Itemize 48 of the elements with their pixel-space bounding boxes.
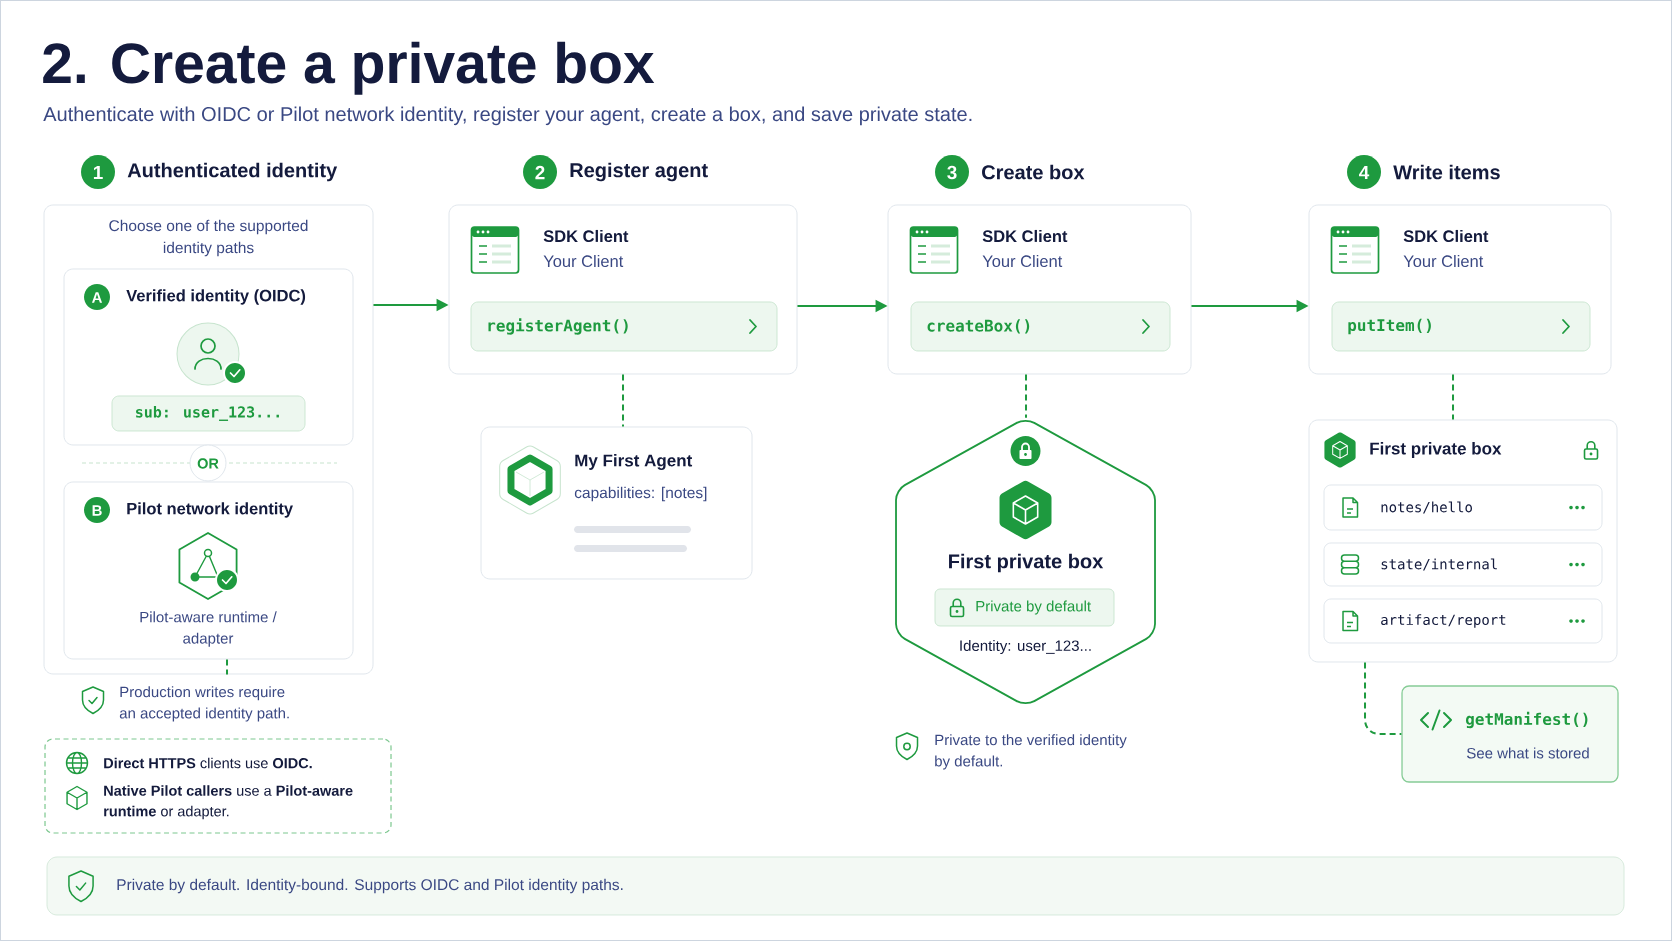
connector-line bbox=[622, 373, 624, 428]
step-badge: 2 bbox=[523, 155, 557, 189]
card-subtitle: capabilities: [notes] bbox=[574, 486, 707, 502]
card-title: SDK Client bbox=[982, 229, 1068, 243]
card-caption: See what is stored bbox=[1467, 747, 1589, 759]
note-text: Native Pilot callers use a Pilot-aware runtime or adapter. bbox=[104, 785, 353, 820]
code-chip: sub: user_123... bbox=[111, 395, 306, 432]
step-badge: 4 bbox=[1347, 155, 1381, 189]
item-key: state/internal bbox=[1381, 558, 1497, 571]
item-key: artifact/report bbox=[1381, 614, 1506, 628]
card-title: SDK Client bbox=[1403, 229, 1489, 243]
method-button: registerAgent() bbox=[470, 301, 778, 352]
connector-line bbox=[1025, 373, 1027, 419]
step-heading: Write items bbox=[1393, 164, 1500, 180]
or-badge: OR bbox=[189, 444, 227, 482]
card-title: SDK Client bbox=[543, 229, 629, 243]
identity-text: Identity: user_123... bbox=[960, 640, 1091, 654]
method-button: createBox() bbox=[910, 301, 1171, 352]
step-badge: 1 bbox=[81, 155, 115, 189]
connector-line bbox=[226, 658, 228, 676]
banner-text: Private by default. Identity-bound. Supports OIDC and Pilot identity paths. bbox=[117, 878, 623, 894]
step-heading: Create box bbox=[982, 164, 1085, 180]
instruction-text: Choose one of the supported identity paths bbox=[109, 219, 308, 257]
step-heading: Register agent bbox=[570, 162, 708, 182]
connector-line bbox=[1452, 373, 1454, 421]
letter-badge: B bbox=[84, 497, 110, 523]
card-title: First private box bbox=[949, 553, 1104, 573]
subtitle: Authenticate with OIDC or Pilot network identity, register your agent, create a box, and save private state. bbox=[43, 106, 972, 126]
connector-line bbox=[1364, 661, 1403, 735]
note-text: Private to the verified identity by default. bbox=[935, 734, 1127, 770]
title: 2. Create a private box bbox=[43, 41, 655, 95]
note-text: Production writes require an accepted identity path. bbox=[119, 686, 289, 722]
card-subtitle: Your Client bbox=[1403, 254, 1484, 268]
letter-badge: A bbox=[84, 284, 110, 310]
card-subtitle: Your Client bbox=[543, 254, 624, 268]
step-heading: Authenticated identity bbox=[127, 162, 338, 182]
card-heading: Pilot network identity bbox=[127, 502, 293, 518]
card-title: First private box bbox=[1370, 442, 1502, 458]
card-subtitle: Your Client bbox=[982, 254, 1063, 268]
note-text: Direct HTTPS clients use OIDC. bbox=[104, 757, 312, 769]
card-title: My First Agent bbox=[575, 454, 693, 470]
item-key: notes/hello bbox=[1381, 501, 1472, 514]
method-name: getManifest() bbox=[1466, 711, 1588, 729]
card-caption: Pilot-aware runtime / adapter bbox=[140, 611, 277, 647]
method-button: putItem() bbox=[1331, 301, 1591, 352]
step-badge: 3 bbox=[935, 155, 969, 189]
status-tag: Private by default bbox=[934, 588, 1115, 627]
card-heading: Verified identity (OIDC) bbox=[126, 289, 306, 305]
